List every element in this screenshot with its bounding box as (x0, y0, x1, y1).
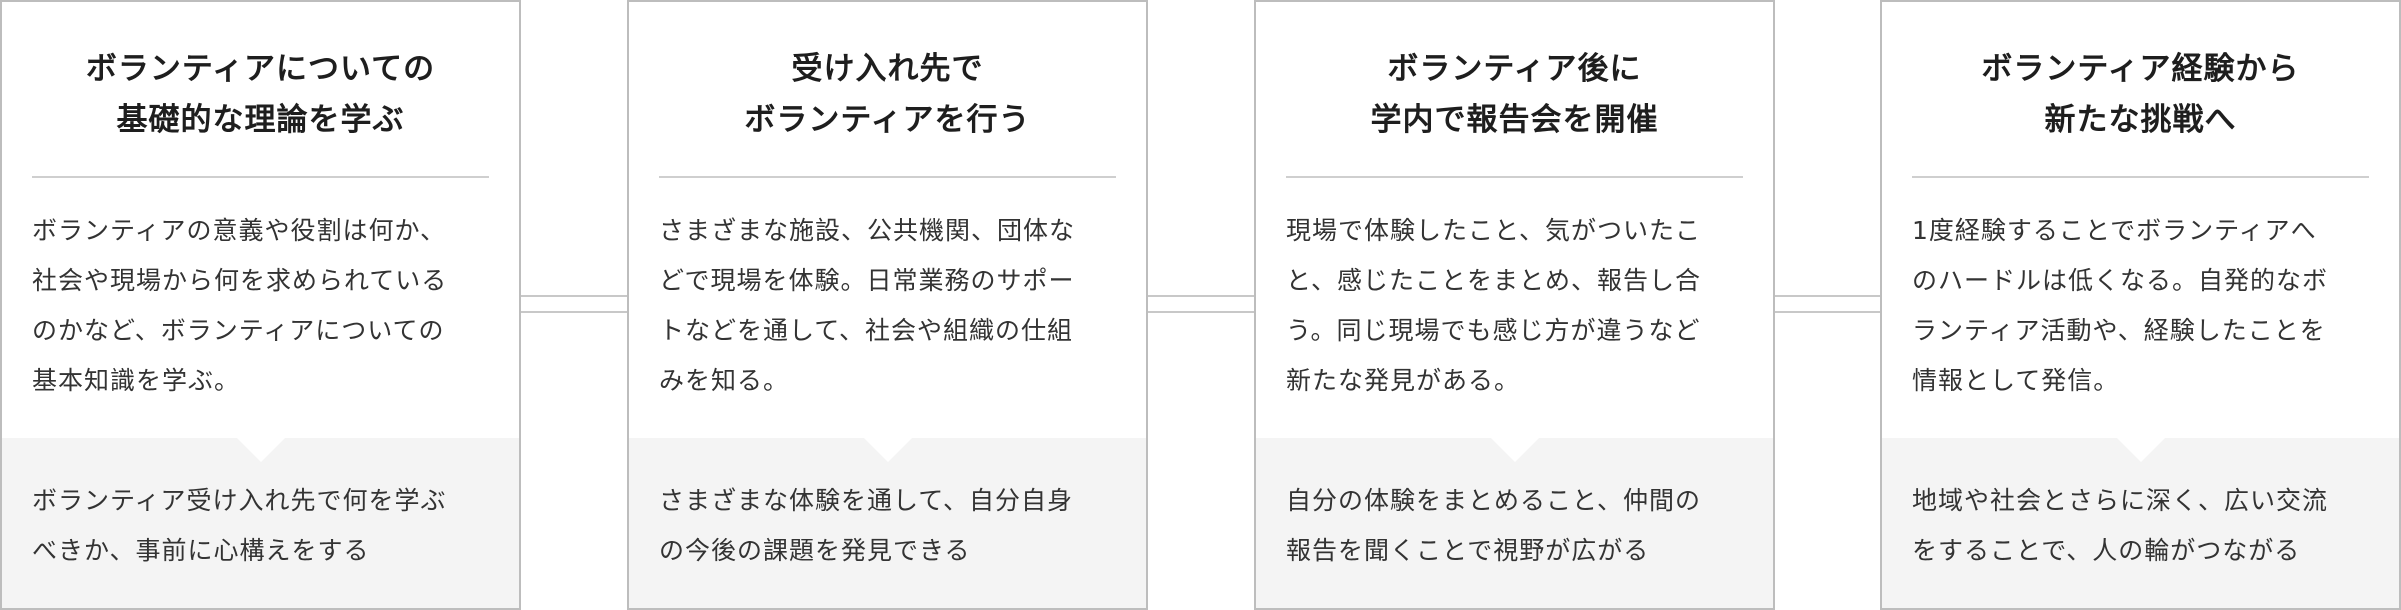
step-outcome: 自分の体験をまとめること、仲間の 報告を聞くことで視野が広がる (1286, 486, 1702, 565)
title-divider (1912, 176, 2369, 178)
notch-arrow (1490, 438, 1539, 462)
step-card-4-header: ボランティア経験から 新たな挑戦へ 1度経験することでボランティアへ のハードル… (1882, 2, 2399, 438)
step-outcome: 地域や社会とさらに深く、広い交流 をすることで、人の輪がつながる (1912, 486, 2329, 565)
step-card-3-header: ボランティア後に 学内で報告会を開催 現場で体験したこと、気がついたこ と、感じ… (1256, 2, 1773, 438)
step-title: ボランティアについての 基礎的な理論を学ぶ (85, 51, 436, 138)
step-card-4-outcome-panel: 地域や社会とさらに深く、広い交流 をすることで、人の輪がつながる (1882, 438, 2399, 608)
connector-line-1 (521, 295, 628, 313)
step-card-1-outcome-panel: ボランティア受け入れ先で何を学ぶ べきか、事前に心構えをする (2, 438, 519, 608)
notch-arrow (2116, 438, 2165, 462)
connector-line-2 (1148, 295, 1255, 313)
title-divider (32, 176, 489, 178)
title-divider (659, 176, 1116, 178)
step-title: 受け入れ先で ボランティアを行う (744, 51, 1031, 138)
step-description: 1度経験することでボランティアへ のハードルは低くなる。自発的なボ ランティア活… (1912, 216, 2329, 395)
step-description: ボランティアの意義や役割は何か、 社会や現場から何を求められている のかなど、ボ… (32, 216, 448, 395)
step-title: ボランティア経験から 新たな挑戦へ (1981, 51, 2300, 138)
step-description: 現場で体験したこと、気がついたこ と、感じたことをまとめ、報告し合 う。同じ現場… (1286, 216, 1702, 395)
step-card-2: 受け入れ先で ボランティアを行う さまざまな施設、公共機関、団体な どで現場を体… (627, 0, 1148, 610)
step-outcome: ボランティア受け入れ先で何を学ぶ べきか、事前に心構えをする (32, 486, 447, 565)
step-card-2-outcome-panel: さまざまな体験を通して、自分自身 の今後の課題を発見できる (629, 438, 1146, 608)
step-card-3: ボランティア後に 学内で報告会を開催 現場で体験したこと、気がついたこ と、感じ… (1254, 0, 1775, 610)
notch-arrow (236, 438, 285, 462)
title-divider (1286, 176, 1743, 178)
step-description: さまざまな施設、公共機関、団体な どで現場を体験。日常業務のサポー トなどを通し… (659, 216, 1076, 395)
step-card-1-header: ボランティアについての 基礎的な理論を学ぶ ボランティアの意義や役割は何か、 社… (2, 2, 519, 438)
step-title: ボランティア後に 学内で報告会を開催 (1370, 51, 1659, 138)
step-card-1: ボランティアについての 基礎的な理論を学ぶ ボランティアの意義や役割は何か、 社… (0, 0, 521, 610)
step-card-4: ボランティア経験から 新たな挑戦へ 1度経験することでボランティアへ のハードル… (1880, 0, 2401, 610)
step-outcome: さまざまな体験を通して、自分自身 の今後の課題を発見できる (659, 486, 1074, 565)
notch-arrow (863, 438, 912, 462)
connector-line-3 (1775, 295, 1882, 313)
step-card-3-outcome-panel: 自分の体験をまとめること、仲間の 報告を聞くことで視野が広がる (1256, 438, 1773, 608)
step-card-2-header: 受け入れ先で ボランティアを行う さまざまな施設、公共機関、団体な どで現場を体… (629, 2, 1146, 438)
